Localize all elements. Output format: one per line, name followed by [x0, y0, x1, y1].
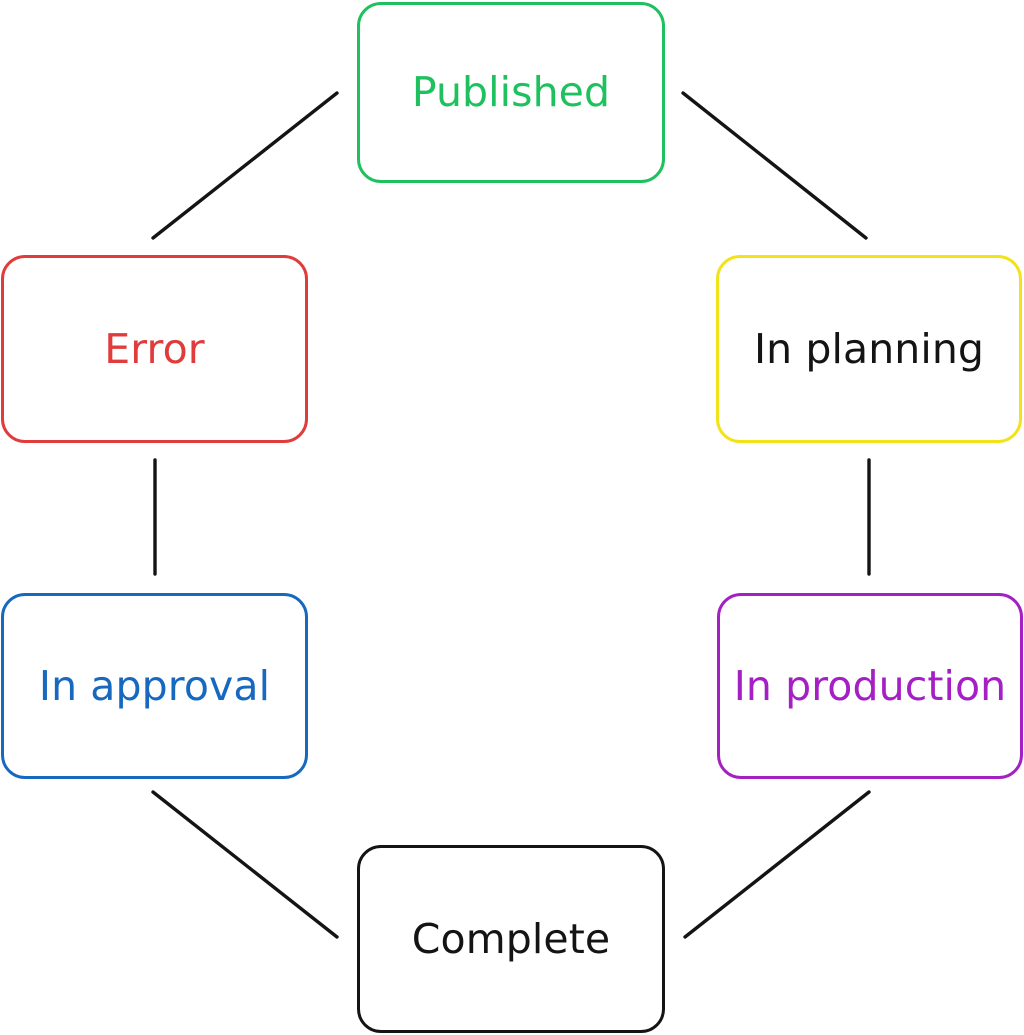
node-in-approval[interactable]: In approval [1, 593, 308, 779]
edge-complete-in-approval [151, 790, 339, 939]
node-complete[interactable]: Complete [357, 845, 665, 1033]
node-error[interactable]: Error [1, 255, 308, 443]
node-in-approval-label: In approval [38, 661, 271, 710]
edge-error-published [151, 91, 339, 240]
node-complete-label: Complete [411, 914, 611, 963]
node-in-planning-label: In planning [753, 324, 985, 373]
edge-in-production-complete [683, 790, 871, 939]
node-in-production[interactable]: In production [717, 593, 1023, 779]
node-in-planning[interactable]: In planning [716, 255, 1022, 443]
node-error-label: Error [104, 324, 205, 373]
node-published-label: Published [411, 68, 611, 116]
edge-published-in-planning [681, 91, 868, 240]
node-in-production-label: In production [733, 661, 1007, 710]
node-published[interactable]: Published [357, 2, 665, 183]
